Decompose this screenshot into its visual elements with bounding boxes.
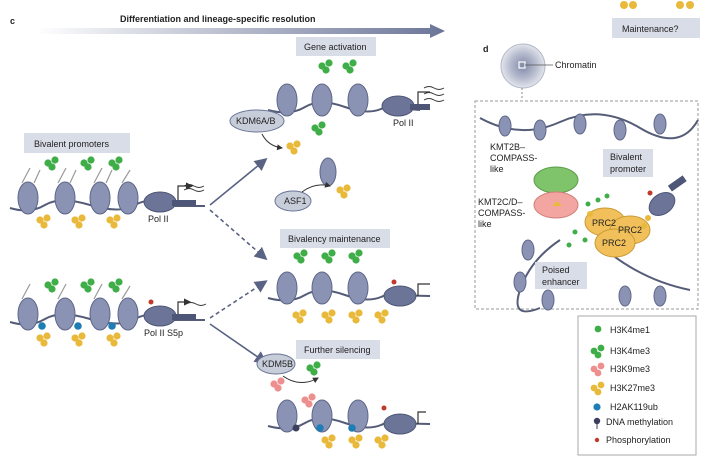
prc2-label-b: PRC2 xyxy=(618,225,642,235)
differentiation-arrow xyxy=(35,24,445,38)
legend-icon-dna-methylation xyxy=(593,417,601,429)
bivalency-maintenance-chromatin xyxy=(267,249,431,324)
lower-left-chromatin xyxy=(9,278,207,347)
panel-d-nucleosomes xyxy=(498,113,667,311)
svg-text:KDM5B: KDM5B xyxy=(262,359,293,369)
asf1-enzyme: ASF1 xyxy=(274,157,351,212)
further-silencing-chromatin xyxy=(267,393,431,449)
panel-d-marks xyxy=(566,193,651,248)
kmt2b-label-3: like xyxy=(490,164,504,174)
legend-icon-h3k4me3 xyxy=(590,344,605,359)
legend-icon-h2ak119ub xyxy=(593,403,601,411)
kdm5b-enzyme: KDM5B xyxy=(256,353,321,392)
bivalent-chromatin xyxy=(9,156,205,229)
chromatin-label: Chromatin xyxy=(555,60,597,70)
kmt2b-label-2: COMPASS- xyxy=(490,153,537,163)
bivalent-promoters-label: Bivalent promoters xyxy=(24,133,130,153)
kmt2b-complex xyxy=(533,166,579,194)
legend-icon-h3k4me1 xyxy=(594,325,602,333)
legend-label-6: Phosphorylation xyxy=(606,435,671,445)
panel-c-letter: c xyxy=(10,16,15,26)
bivalent-promoter-box: Bivalent promoter xyxy=(603,149,653,177)
kmt2c-label-2: COMPASS- xyxy=(478,208,525,218)
kmt2b-label-1: KMT2B– xyxy=(490,142,525,152)
svg-text:promoter: promoter xyxy=(610,164,646,174)
svg-text:enhancer: enhancer xyxy=(542,277,580,287)
legend-label-2: H3K9me3 xyxy=(610,364,650,374)
gene-activation-label: Gene activation xyxy=(296,37,376,56)
legend-icon-h3k9me3 xyxy=(590,362,605,377)
pol2-active-label: Pol II xyxy=(393,118,414,128)
differentiation-title: Differentiation and lineage-specific res… xyxy=(120,14,316,24)
kmt2c-mark-icon xyxy=(552,201,562,206)
bivalency-maintenance-label: Bivalency maintenance xyxy=(280,229,390,248)
panel-d-frame xyxy=(474,100,699,310)
svg-text:Poised: Poised xyxy=(542,265,570,275)
svg-text:KDM6A/B: KDM6A/B xyxy=(236,116,276,126)
svg-text:Bivalent promoters: Bivalent promoters xyxy=(34,139,110,149)
svg-text:Bivalent: Bivalent xyxy=(610,152,643,162)
svg-text:Further silencing: Further silencing xyxy=(304,345,371,355)
legend-icon-h3k27me3 xyxy=(590,381,605,396)
svg-text:Gene activation: Gene activation xyxy=(304,42,367,52)
further-silencing-label: Further silencing xyxy=(296,340,380,359)
prc2-cluster xyxy=(584,207,651,258)
svg-text:Bivalency maintenance: Bivalency maintenance xyxy=(288,234,381,244)
kdm6-enzyme: KDM6A/B xyxy=(229,109,326,155)
poised-enhancer-box: Poised enhancer xyxy=(535,262,587,289)
kmt2c-label-3: like xyxy=(478,219,492,229)
maintenance-question-box: Maintenance? xyxy=(612,1,700,38)
prc2-label-c: PRC2 xyxy=(602,238,626,248)
gene-activation-chromatin xyxy=(267,59,445,117)
svg-text:ASF1: ASF1 xyxy=(284,196,307,206)
panel-d-letter: d xyxy=(483,44,489,54)
legend-label-0: H3K4me1 xyxy=(610,325,650,335)
prc2-label-a: PRC2 xyxy=(592,218,616,228)
legend-label-5: DNA methylation xyxy=(606,417,673,427)
kmt2c-label-1: KMT2C/D– xyxy=(478,197,523,207)
legend-label-4: H2AK119ub xyxy=(610,402,658,412)
panel-d-pol2 xyxy=(647,175,687,216)
svg-text:Maintenance?: Maintenance? xyxy=(622,24,679,34)
legend-label-3: H3K27me3 xyxy=(610,383,655,393)
transition-arrows xyxy=(209,157,268,364)
pol2-label: Pol II xyxy=(148,214,169,224)
pol2-s5p-label: Pol II S5p xyxy=(144,328,183,338)
legend-label-1: H3K4me3 xyxy=(610,346,650,356)
chromatin-nucleus xyxy=(500,43,553,100)
legend-icon-phosphorylation xyxy=(594,437,600,443)
